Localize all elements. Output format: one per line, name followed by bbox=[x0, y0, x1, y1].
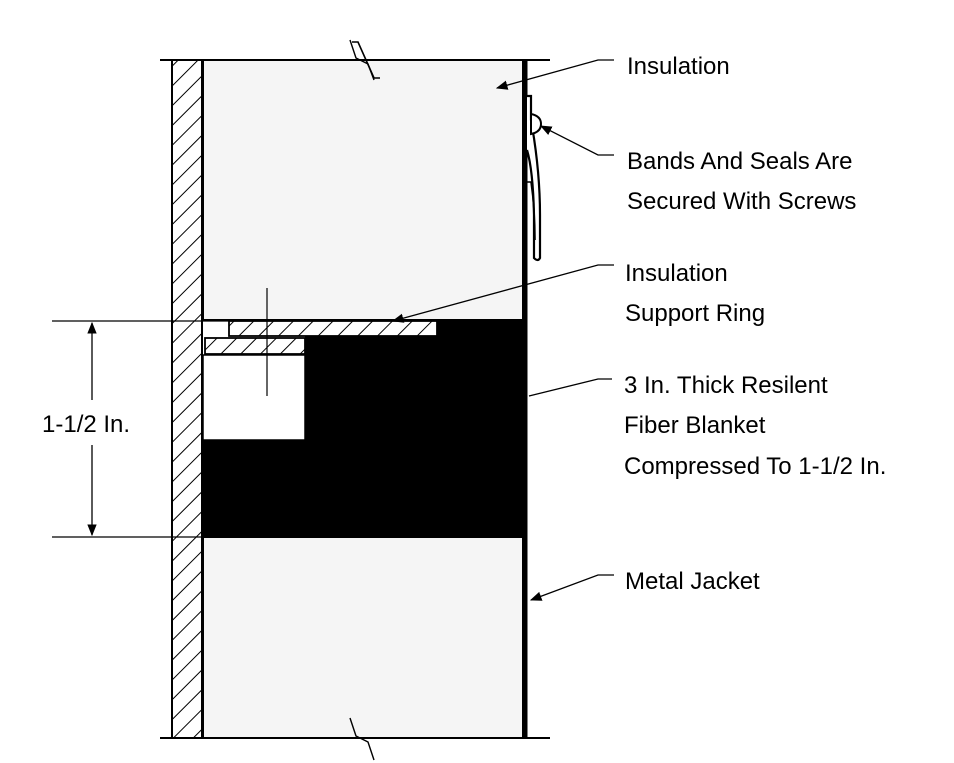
fiber-blanket bbox=[203, 321, 523, 537]
screw-head bbox=[530, 112, 543, 136]
label-blanket-line3: Compressed To 1-1/2 In. bbox=[624, 453, 886, 480]
label-blanket-line2: Fiber Blanket bbox=[624, 412, 766, 439]
bottom-break-symbol bbox=[349, 717, 375, 761]
band-clip bbox=[525, 94, 542, 262]
upper-insulation-block bbox=[202, 59, 524, 321]
leader-insulation bbox=[495, 59, 614, 90]
label-bands-line1: Bands And Seals Are bbox=[627, 148, 853, 175]
label-dimension: 1-1/2 In. bbox=[42, 411, 130, 438]
support-ring-lower-plate bbox=[204, 337, 306, 355]
top-break-zig bbox=[349, 39, 375, 81]
label-jacket: Metal Jacket bbox=[625, 568, 760, 595]
leader-blanket bbox=[528, 378, 612, 397]
label-ring-line1: Insulation bbox=[625, 260, 728, 287]
band-clip-inner bbox=[527, 181, 536, 241]
leader-ring bbox=[391, 264, 614, 323]
ring-gap bbox=[202, 354, 306, 441]
leader-jacket bbox=[529, 574, 614, 601]
support-ring-upper-plate bbox=[228, 320, 438, 337]
label-bands-line2: Secured With Screws bbox=[627, 188, 856, 215]
leader-bands bbox=[539, 125, 614, 156]
label-blanket-line1: 3 In. Thick Resilent bbox=[624, 372, 828, 399]
label-insulation: Insulation bbox=[627, 53, 730, 80]
lower-insulation-block bbox=[202, 536, 524, 739]
label-ring-line2: Support Ring bbox=[625, 300, 765, 327]
vessel-wall bbox=[171, 59, 203, 739]
top-break-symbol bbox=[352, 41, 380, 79]
